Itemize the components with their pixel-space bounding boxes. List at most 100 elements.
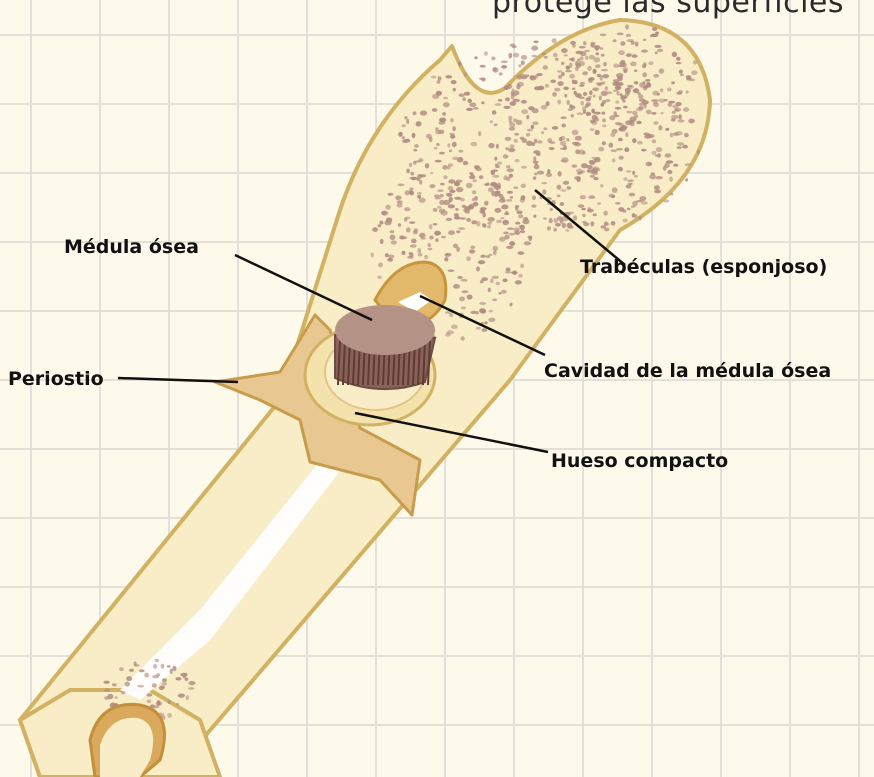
pore [433, 223, 437, 225]
pore [542, 53, 546, 56]
pore [593, 94, 596, 97]
pore [619, 156, 624, 160]
pore [435, 238, 438, 242]
pore [534, 41, 539, 44]
pore [557, 100, 561, 105]
pore [601, 225, 606, 228]
pore [545, 84, 549, 88]
pore [469, 103, 476, 108]
pore [508, 53, 512, 59]
pore [534, 165, 540, 170]
pore [189, 681, 196, 685]
pore [495, 164, 499, 166]
pore [557, 195, 561, 198]
pore [443, 97, 448, 100]
pore [676, 62, 682, 64]
pore [572, 43, 575, 48]
pore [484, 201, 488, 206]
pore [402, 236, 407, 239]
pore [484, 321, 488, 324]
pore [639, 196, 646, 201]
pore [411, 239, 417, 244]
pore [461, 290, 468, 293]
pore [618, 138, 623, 142]
pore [470, 311, 477, 314]
pore [518, 274, 522, 278]
pore [632, 138, 636, 143]
pore [416, 177, 419, 179]
pore [667, 170, 672, 174]
pore [493, 67, 497, 71]
pore [626, 34, 631, 37]
pore [458, 62, 461, 66]
pore [627, 39, 634, 42]
pore [676, 57, 681, 61]
pore [601, 103, 604, 107]
pore [600, 184, 603, 187]
pore [625, 88, 631, 93]
pore [429, 236, 433, 240]
pore [492, 175, 499, 178]
pore [614, 115, 619, 117]
pore [532, 121, 538, 125]
pore [582, 106, 586, 111]
pore [632, 201, 638, 206]
pore [479, 302, 486, 305]
pore [439, 118, 446, 123]
pore [521, 109, 528, 114]
pore [558, 171, 562, 177]
pore [686, 90, 689, 94]
pore [651, 172, 655, 175]
pore [484, 51, 488, 56]
pore [627, 179, 633, 182]
pore [602, 124, 606, 127]
pore [419, 233, 426, 238]
pore [461, 306, 466, 309]
pore [652, 151, 657, 155]
pore [378, 263, 383, 268]
pore [515, 206, 518, 211]
pore [461, 336, 465, 340]
pore [564, 94, 567, 98]
pore [501, 65, 507, 69]
pore [594, 112, 601, 115]
pore [593, 57, 600, 62]
pore [466, 256, 471, 261]
pore [533, 161, 539, 164]
pore [147, 700, 151, 704]
pore [572, 88, 576, 90]
pore [590, 221, 594, 226]
pore [514, 139, 518, 143]
pore [491, 57, 495, 61]
pore [459, 297, 465, 302]
pore [521, 76, 528, 79]
pore [496, 282, 500, 285]
pore [587, 209, 594, 213]
pore [505, 97, 510, 101]
pore [417, 195, 421, 199]
pore [503, 154, 509, 158]
pore [462, 97, 466, 101]
pore [642, 72, 647, 77]
pore [390, 235, 396, 241]
pore [626, 184, 632, 188]
pore [503, 279, 508, 283]
pore [627, 208, 631, 211]
pore [442, 112, 446, 116]
pore [622, 95, 627, 99]
pore [639, 216, 642, 221]
pore [541, 131, 544, 134]
pore [541, 182, 547, 184]
pore [531, 204, 536, 207]
pore [664, 162, 669, 168]
pore [652, 27, 657, 31]
pore [176, 703, 179, 706]
pore [391, 240, 397, 244]
pore [629, 193, 636, 197]
pore [498, 99, 503, 102]
pore [456, 187, 463, 192]
pore [385, 253, 389, 257]
pore [452, 126, 456, 131]
pore [582, 71, 588, 75]
